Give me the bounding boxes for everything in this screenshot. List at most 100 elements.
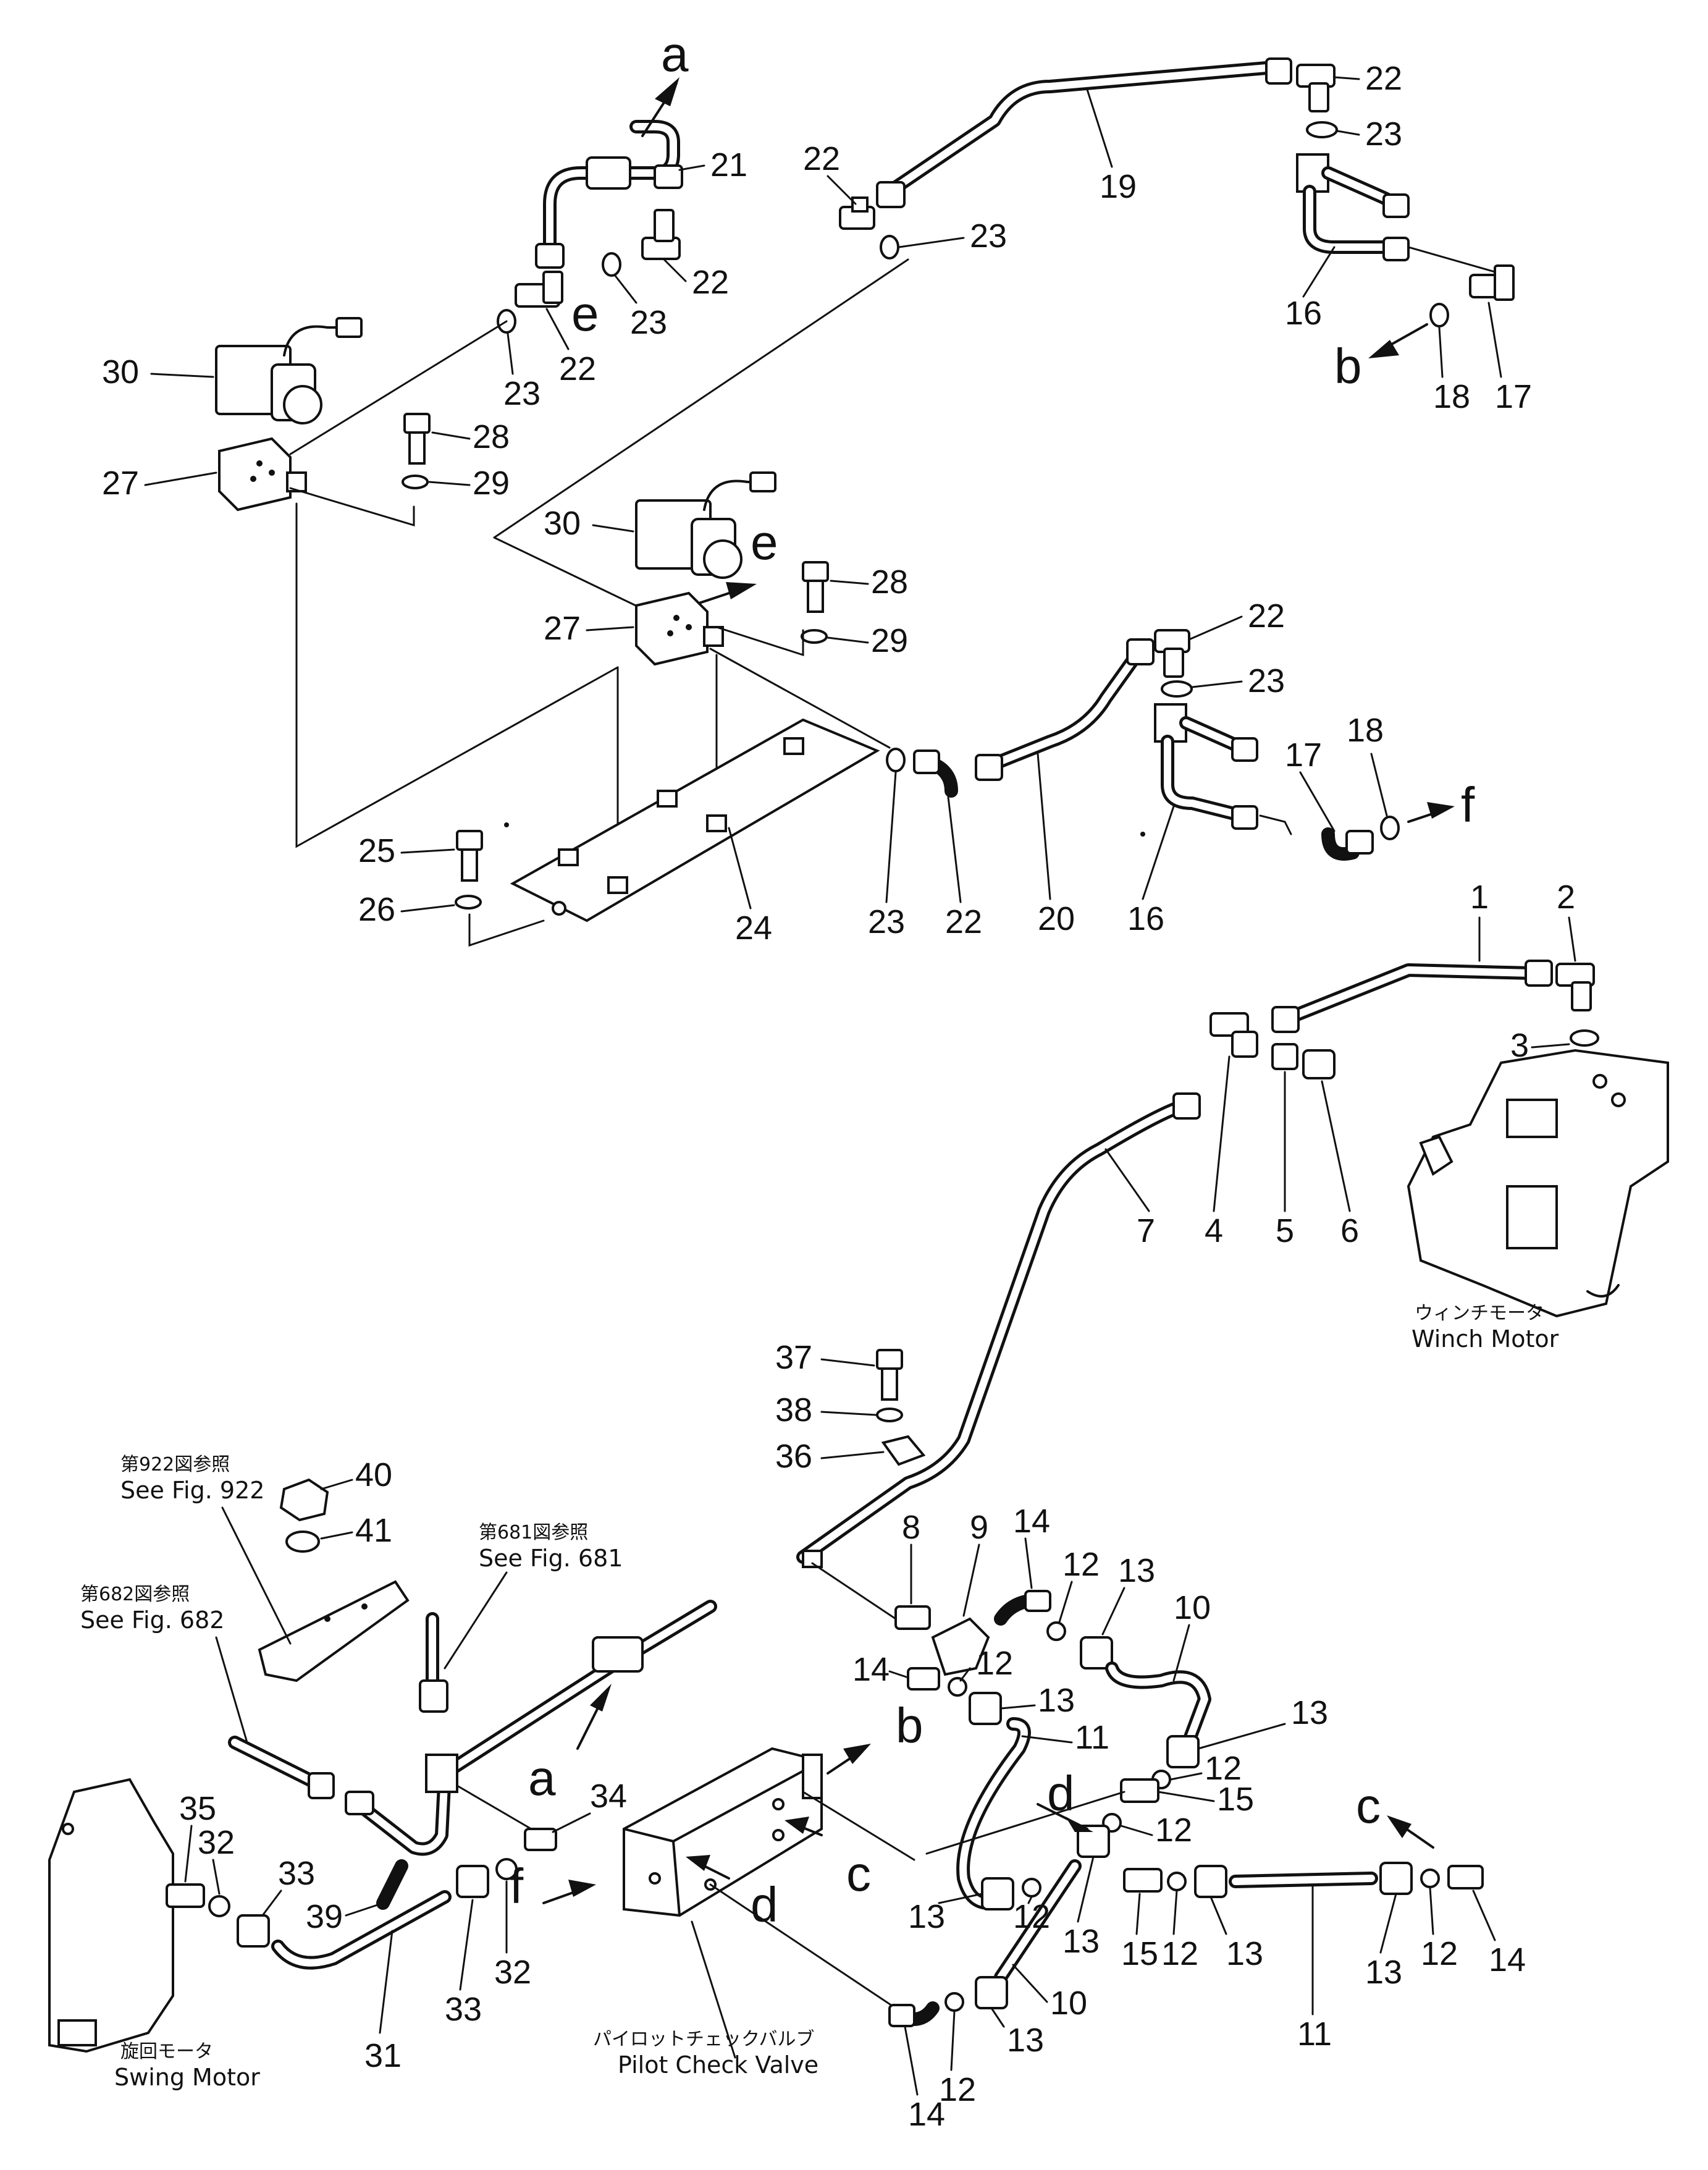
label-1: 1 bbox=[1470, 879, 1489, 916]
fitting-8 bbox=[894, 1605, 931, 1630]
label-36: 36 bbox=[775, 1438, 812, 1475]
adapter-35 bbox=[166, 1883, 205, 1908]
view-arrow-e-mid bbox=[691, 582, 757, 607]
label-3: 3 bbox=[1510, 1027, 1529, 1064]
clip-36 bbox=[881, 1435, 926, 1466]
label-6: 6 bbox=[1340, 1212, 1359, 1249]
label-13h: 13 bbox=[1365, 1954, 1402, 1991]
label-12c: 12 bbox=[1205, 1750, 1242, 1787]
captions: ウィンチモータ Winch Motor 旋回モータ Swing Motor パイ… bbox=[80, 1302, 1559, 2091]
caption-fig681-en: See Fig. 681 bbox=[479, 1545, 623, 1572]
valve-base-27 bbox=[218, 437, 307, 512]
o-ring-23 bbox=[602, 252, 621, 277]
nut-13 bbox=[1379, 1862, 1413, 1895]
label-4: 4 bbox=[1205, 1212, 1223, 1249]
label-14c: 14 bbox=[908, 2096, 945, 2133]
label-17a: 17 bbox=[1495, 378, 1532, 415]
nut-13 bbox=[1080, 1636, 1113, 1670]
sleeve-32-left bbox=[208, 1895, 230, 1917]
elbow-fitting-22 bbox=[641, 209, 681, 260]
caption-fig682-en: See Fig. 682 bbox=[80, 1606, 224, 1634]
caption-fig682-jp: 第682図参照 bbox=[80, 1584, 190, 1605]
solenoid-valve-30 bbox=[215, 317, 363, 424]
line-682 bbox=[228, 1736, 335, 1799]
elbow-fitting-34 bbox=[524, 1828, 557, 1851]
label-40: 40 bbox=[355, 1456, 392, 1493]
label-23b: 23 bbox=[970, 217, 1007, 255]
nut-33-left bbox=[237, 1914, 270, 1948]
caption-swing-motor-jp: 旋回モータ bbox=[120, 2041, 213, 2062]
o-ring-23 bbox=[886, 748, 906, 772]
tube-20 bbox=[975, 638, 1155, 781]
elbow-fitting-22 bbox=[1296, 64, 1336, 112]
view-letter-b-lower: b bbox=[896, 1698, 923, 1753]
nut-13 bbox=[975, 1976, 1008, 2009]
label-16a: 16 bbox=[1285, 295, 1322, 332]
washer-38 bbox=[876, 1408, 903, 1422]
elbow-14-right bbox=[1447, 1865, 1484, 1889]
sleeve-12 bbox=[948, 1677, 967, 1697]
o-ring-18 bbox=[1429, 303, 1449, 327]
label-23f: 23 bbox=[868, 903, 905, 940]
label-7: 7 bbox=[1137, 1212, 1155, 1249]
label-19: 19 bbox=[1100, 168, 1137, 205]
view-letter-d-lower: d bbox=[751, 1877, 778, 1932]
view-letter-c-lower: c bbox=[846, 1846, 871, 1901]
label-16b: 16 bbox=[1127, 900, 1164, 937]
label-22a: 22 bbox=[1365, 60, 1402, 97]
label-31: 31 bbox=[364, 2037, 402, 2074]
label-5: 5 bbox=[1276, 1212, 1294, 1249]
sleeve-12 bbox=[1420, 1868, 1440, 1888]
tee-9 bbox=[931, 1617, 990, 1676]
tube-21 bbox=[535, 120, 683, 269]
leader-pcv-b bbox=[802, 1791, 915, 1861]
label-13b: 13 bbox=[1038, 1682, 1075, 1719]
solenoid-valve-30 bbox=[635, 471, 776, 579]
view-arrow-f-mid bbox=[1407, 802, 1455, 823]
label-12a: 12 bbox=[1062, 1546, 1100, 1583]
elbow-fitting-17 bbox=[1469, 264, 1515, 301]
label-26: 26 bbox=[358, 891, 395, 928]
label-22c: 22 bbox=[692, 264, 729, 301]
label-10a: 10 bbox=[1174, 1589, 1211, 1626]
winch-motor bbox=[1407, 1049, 1669, 1318]
tube-31 bbox=[271, 1890, 452, 1970]
label-12f: 12 bbox=[939, 2071, 976, 2108]
view-arrow-a-lower bbox=[576, 1684, 612, 1750]
view-letters: a b e e f a b c d f d c bbox=[510, 27, 1475, 1932]
label-22e: 22 bbox=[1248, 597, 1285, 635]
label-12d: 12 bbox=[1155, 1812, 1192, 1849]
tube-16-mid bbox=[1154, 703, 1258, 830]
leader-16-17-mid bbox=[1259, 814, 1292, 835]
elbow-fitting-17 bbox=[1321, 827, 1374, 861]
tube-7-lower bbox=[438, 1550, 823, 1780]
tube-7 bbox=[796, 1092, 1201, 1564]
bolt-28 bbox=[802, 561, 829, 613]
sleeve-12 bbox=[1022, 1878, 1041, 1898]
label-38: 38 bbox=[775, 1391, 812, 1429]
label-28b: 28 bbox=[871, 564, 908, 601]
label-34: 34 bbox=[590, 1778, 627, 1815]
label-24: 24 bbox=[735, 910, 772, 947]
view-letter-b-top: b bbox=[1334, 339, 1362, 394]
elbow-14-mid bbox=[907, 1667, 940, 1691]
label-28a: 28 bbox=[473, 418, 510, 455]
label-12h: 12 bbox=[1421, 1935, 1458, 1972]
label-11a: 11 bbox=[1075, 1719, 1109, 1756]
elbow-fitting-2 bbox=[1555, 963, 1595, 1011]
leader-34 bbox=[456, 1784, 532, 1830]
tube-10-lower bbox=[994, 1859, 1082, 1984]
leader-pcv-tube10 bbox=[709, 1883, 897, 2009]
leader-16-17 bbox=[1407, 246, 1496, 273]
washer-26 bbox=[455, 895, 482, 910]
label-20: 20 bbox=[1038, 900, 1075, 937]
tube-16-top bbox=[1296, 153, 1410, 261]
washer-29 bbox=[801, 629, 828, 644]
label-11b: 11 bbox=[1297, 2016, 1332, 2053]
label-22b: 22 bbox=[803, 140, 840, 177]
sleeve-12 bbox=[944, 1992, 964, 2012]
elbow-fitting-22 bbox=[913, 749, 958, 798]
elbow-fitting-22 bbox=[1154, 629, 1190, 678]
